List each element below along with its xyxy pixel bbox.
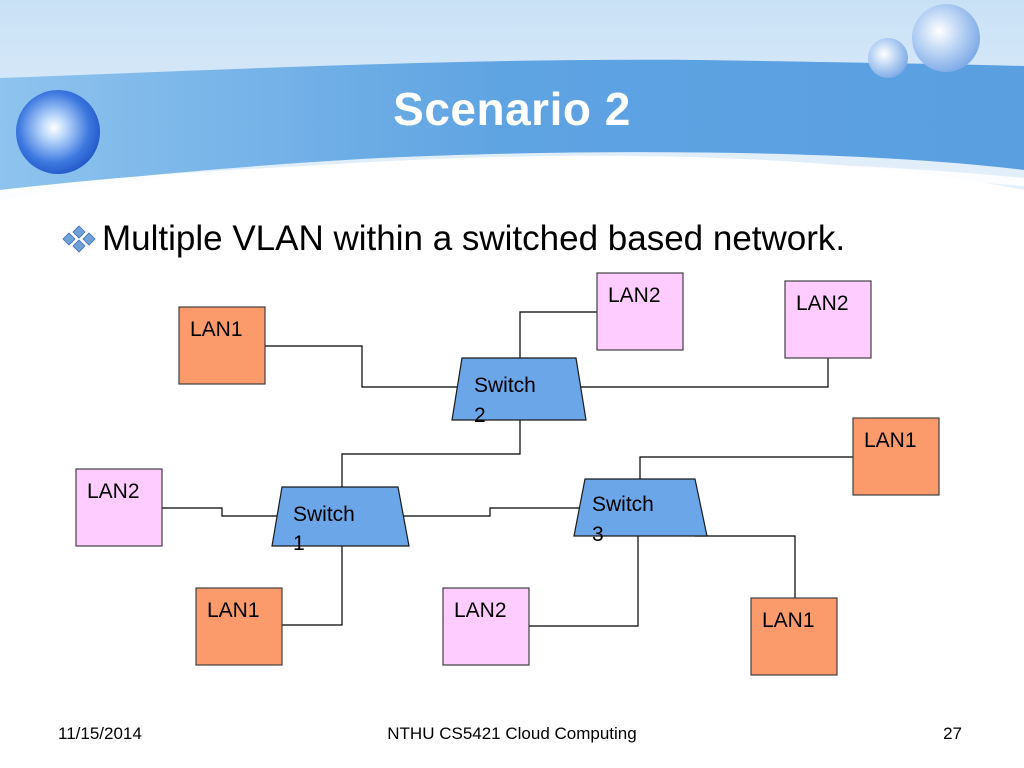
lan2-box-switch3-bottom-left: LAN2 (442, 587, 530, 666)
lan2-box-switch2-top-label: LAN2 (608, 284, 661, 307)
footer-date: 11/15/2014 (58, 724, 142, 743)
link-switch2-switch1 (341, 420, 521, 487)
lan2-box-switch1-left: LAN2 (75, 468, 163, 547)
switch-2-label-line1: Switch (474, 374, 536, 397)
footer-course-name: NTHU CS5421 Cloud Computing (387, 724, 637, 743)
switch-3-label-line1: Switch (592, 493, 654, 516)
decorative-orb-right-large (912, 4, 980, 72)
vlan-network-diagram: Switch 2 Switch 1 Switch 3 LAN1 LAN2 LAN… (75, 272, 940, 676)
link-lan1-bottom-switch1 (282, 545, 343, 626)
lan1-box-switch2-left: LAN1 (178, 306, 266, 385)
switch-3-label-line2: 3 (592, 523, 604, 546)
lan1-box-switch3-top-right-label: LAN1 (864, 429, 917, 452)
bullet-row: Multiple VLAN within a switched based ne… (62, 214, 845, 264)
switch-1: Switch 1 (271, 486, 410, 555)
link-lan2-bottom-switch3 (528, 536, 639, 627)
link-lan1-topright-switch3 (639, 456, 853, 479)
lan1-box-switch1-bottom-label: LAN1 (207, 599, 260, 622)
switch-3: Switch 3 (573, 478, 708, 546)
lan1-box-switch3-bottom-right-label: LAN1 (762, 609, 815, 632)
decorative-orb-right-small (868, 38, 908, 78)
slide-title: Scenario 2 (393, 83, 631, 135)
lan1-box-switch1-bottom: LAN1 (195, 587, 283, 666)
footer-page-number: 27 (943, 724, 962, 743)
bullet-text: Multiple VLAN within a switched based ne… (102, 219, 846, 258)
switch-1-label-line1: Switch (293, 503, 355, 526)
lan2-box-switch2-top: LAN2 (596, 272, 684, 351)
link-switch1-switch3 (398, 507, 587, 517)
lan1-box-switch3-top-right: LAN1 (852, 417, 940, 496)
switch-1-label-line2: 1 (293, 532, 305, 555)
lan1-box-switch3-bottom-right: LAN1 (750, 597, 838, 676)
link-lan2-left-switch1 (162, 507, 288, 517)
lan1-box-switch2-left-label: LAN1 (190, 318, 243, 341)
link-lan1-left-switch2 (265, 345, 471, 388)
connection-lines (162, 311, 853, 627)
decorative-orb-left (16, 90, 100, 174)
link-lan1-bottomright-switch3 (695, 535, 796, 598)
switch-2: Switch 2 (451, 357, 587, 427)
header-band (0, 0, 1024, 215)
link-lan2-top-switch2 (519, 311, 597, 359)
lan2-box-switch1-left-label: LAN2 (87, 480, 140, 503)
link-lan2-right-switch2 (576, 358, 829, 388)
switch-2-label-line2: 2 (474, 404, 486, 427)
lan2-box-switch3-bottom-left-label: LAN2 (454, 599, 507, 622)
lan2-box-switch2-right-label: LAN2 (796, 292, 849, 315)
lan2-box-switch2-right: LAN2 (784, 280, 872, 359)
diamond-bullet-icon (62, 225, 96, 253)
